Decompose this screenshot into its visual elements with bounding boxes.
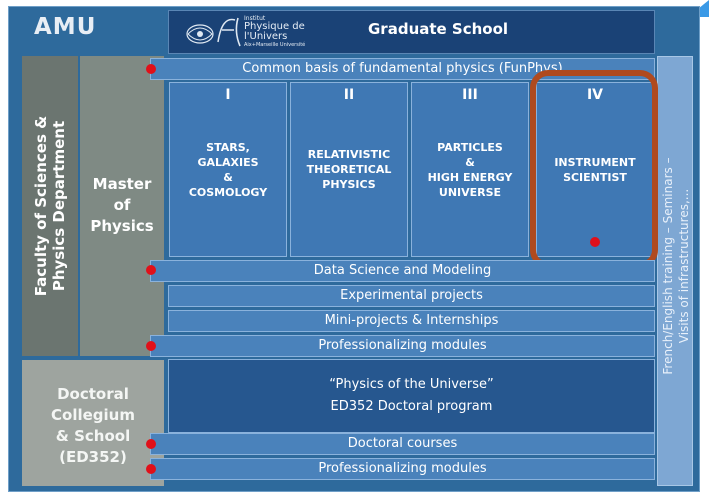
track-3-line: HIGH ENERGY — [427, 170, 513, 184]
track-1-line: COSMOLOGY — [188, 185, 268, 199]
professionalizing-master-row: Professionalizing modules — [150, 335, 655, 357]
track-4-number: IV — [586, 87, 604, 103]
institute-line-4: Aix+Marseille Université — [244, 42, 306, 48]
track-3-title: PARTICLES & HIGH ENERGY UNIVERSE — [412, 83, 528, 256]
track-2: II RELATIVISTIC THEORETICAL PHYSICS — [290, 82, 408, 257]
training-label: French/English training – Seminars –Visi… — [661, 157, 691, 375]
doctoral-label: Doctoral Collegium & School (ED352) — [22, 384, 164, 468]
master-line-2: of — [113, 196, 131, 214]
red-marker-instrument — [590, 237, 600, 247]
track-4-title: INSTRUMENT SCIENTIST — [537, 83, 653, 256]
track-2-line: THEORETICAL — [306, 163, 392, 176]
track-2-title: RELATIVISTIC THEORETICAL PHYSICS — [291, 83, 407, 256]
track-1-line: GALAXIES — [197, 155, 259, 169]
faculty-label: Faculty of Sciences &Physics Department — [32, 115, 68, 297]
institute-line-2: Physique de — [244, 21, 305, 32]
master-line-1: Master — [92, 175, 152, 193]
red-marker-funphys — [146, 64, 156, 74]
master-label: Master of Physics — [80, 174, 164, 237]
track-2-line: RELATIVISTIC — [307, 148, 391, 161]
mini-projects-row: Mini-projects & Internships — [168, 310, 655, 332]
track-3-line: UNIVERSE — [438, 185, 502, 199]
track-1-line: STARS, — [206, 140, 250, 154]
institute-line-1: Institut — [244, 15, 266, 22]
track-1-line: & — [223, 170, 233, 184]
red-marker-doctoral-professionalizing — [146, 464, 156, 474]
doctoral-line-1: Doctoral — [57, 385, 129, 403]
institute-name: Institut Physique de l'Univers Aix+Marse… — [244, 15, 305, 49]
track-4-line: INSTRUMENT — [554, 155, 636, 169]
track-4: IV INSTRUMENT SCIENTIST — [536, 82, 654, 257]
track-3-line: PARTICLES — [437, 140, 503, 154]
graduate-school-title: Graduate School — [368, 20, 509, 38]
doctoral-line-3: & School — [55, 427, 131, 445]
master-line-3: Physics — [90, 217, 154, 235]
track-1-title: STARS, GALAXIES & COSMOLOGY — [170, 83, 286, 256]
track-3-line: & — [465, 155, 475, 169]
red-marker-data-science — [146, 265, 156, 275]
doctoral-program-box: “Physics of the Universe” ED352 Doctoral… — [168, 359, 655, 433]
track-1-number: I — [225, 87, 231, 103]
track-2-line: PHYSICS — [322, 178, 376, 191]
doctoral-courses-row: Doctoral courses — [150, 433, 655, 455]
track-3: III PARTICLES & HIGH ENERGY UNIVERSE — [411, 82, 529, 257]
track-3-number: III — [462, 87, 478, 103]
red-marker-doctoral-courses — [146, 439, 156, 449]
doctoral-column — [22, 360, 164, 486]
professionalizing-doctoral-row: Professionalizing modules — [150, 458, 655, 480]
training-column — [657, 56, 693, 486]
master-column — [80, 56, 164, 356]
doctoral-line-2: Collegium — [51, 406, 135, 424]
institute-logo-icon — [186, 17, 241, 47]
experimental-row: Experimental projects — [168, 285, 655, 307]
doctoral-program-line-2: ED352 Doctoral program — [330, 399, 493, 414]
track-1: I STARS, GALAXIES & COSMOLOGY — [169, 82, 287, 257]
data-science-row: Data Science and Modeling — [150, 260, 655, 282]
graduate-school-header — [168, 10, 655, 54]
track-2-number: II — [343, 87, 355, 103]
doctoral-line-4: (ED352) — [59, 448, 127, 466]
faculty-column — [22, 56, 78, 356]
track-4-line: SCIENTIST — [563, 170, 627, 184]
institute-line-3: l'Univers — [244, 31, 288, 42]
funphys-row: Common basis of fundamental physics (Fun… — [150, 58, 655, 80]
doctoral-program-line-1: “Physics of the Universe” — [329, 377, 494, 392]
amu-label: AMU — [34, 14, 97, 40]
red-marker-professionalizing — [146, 341, 156, 351]
